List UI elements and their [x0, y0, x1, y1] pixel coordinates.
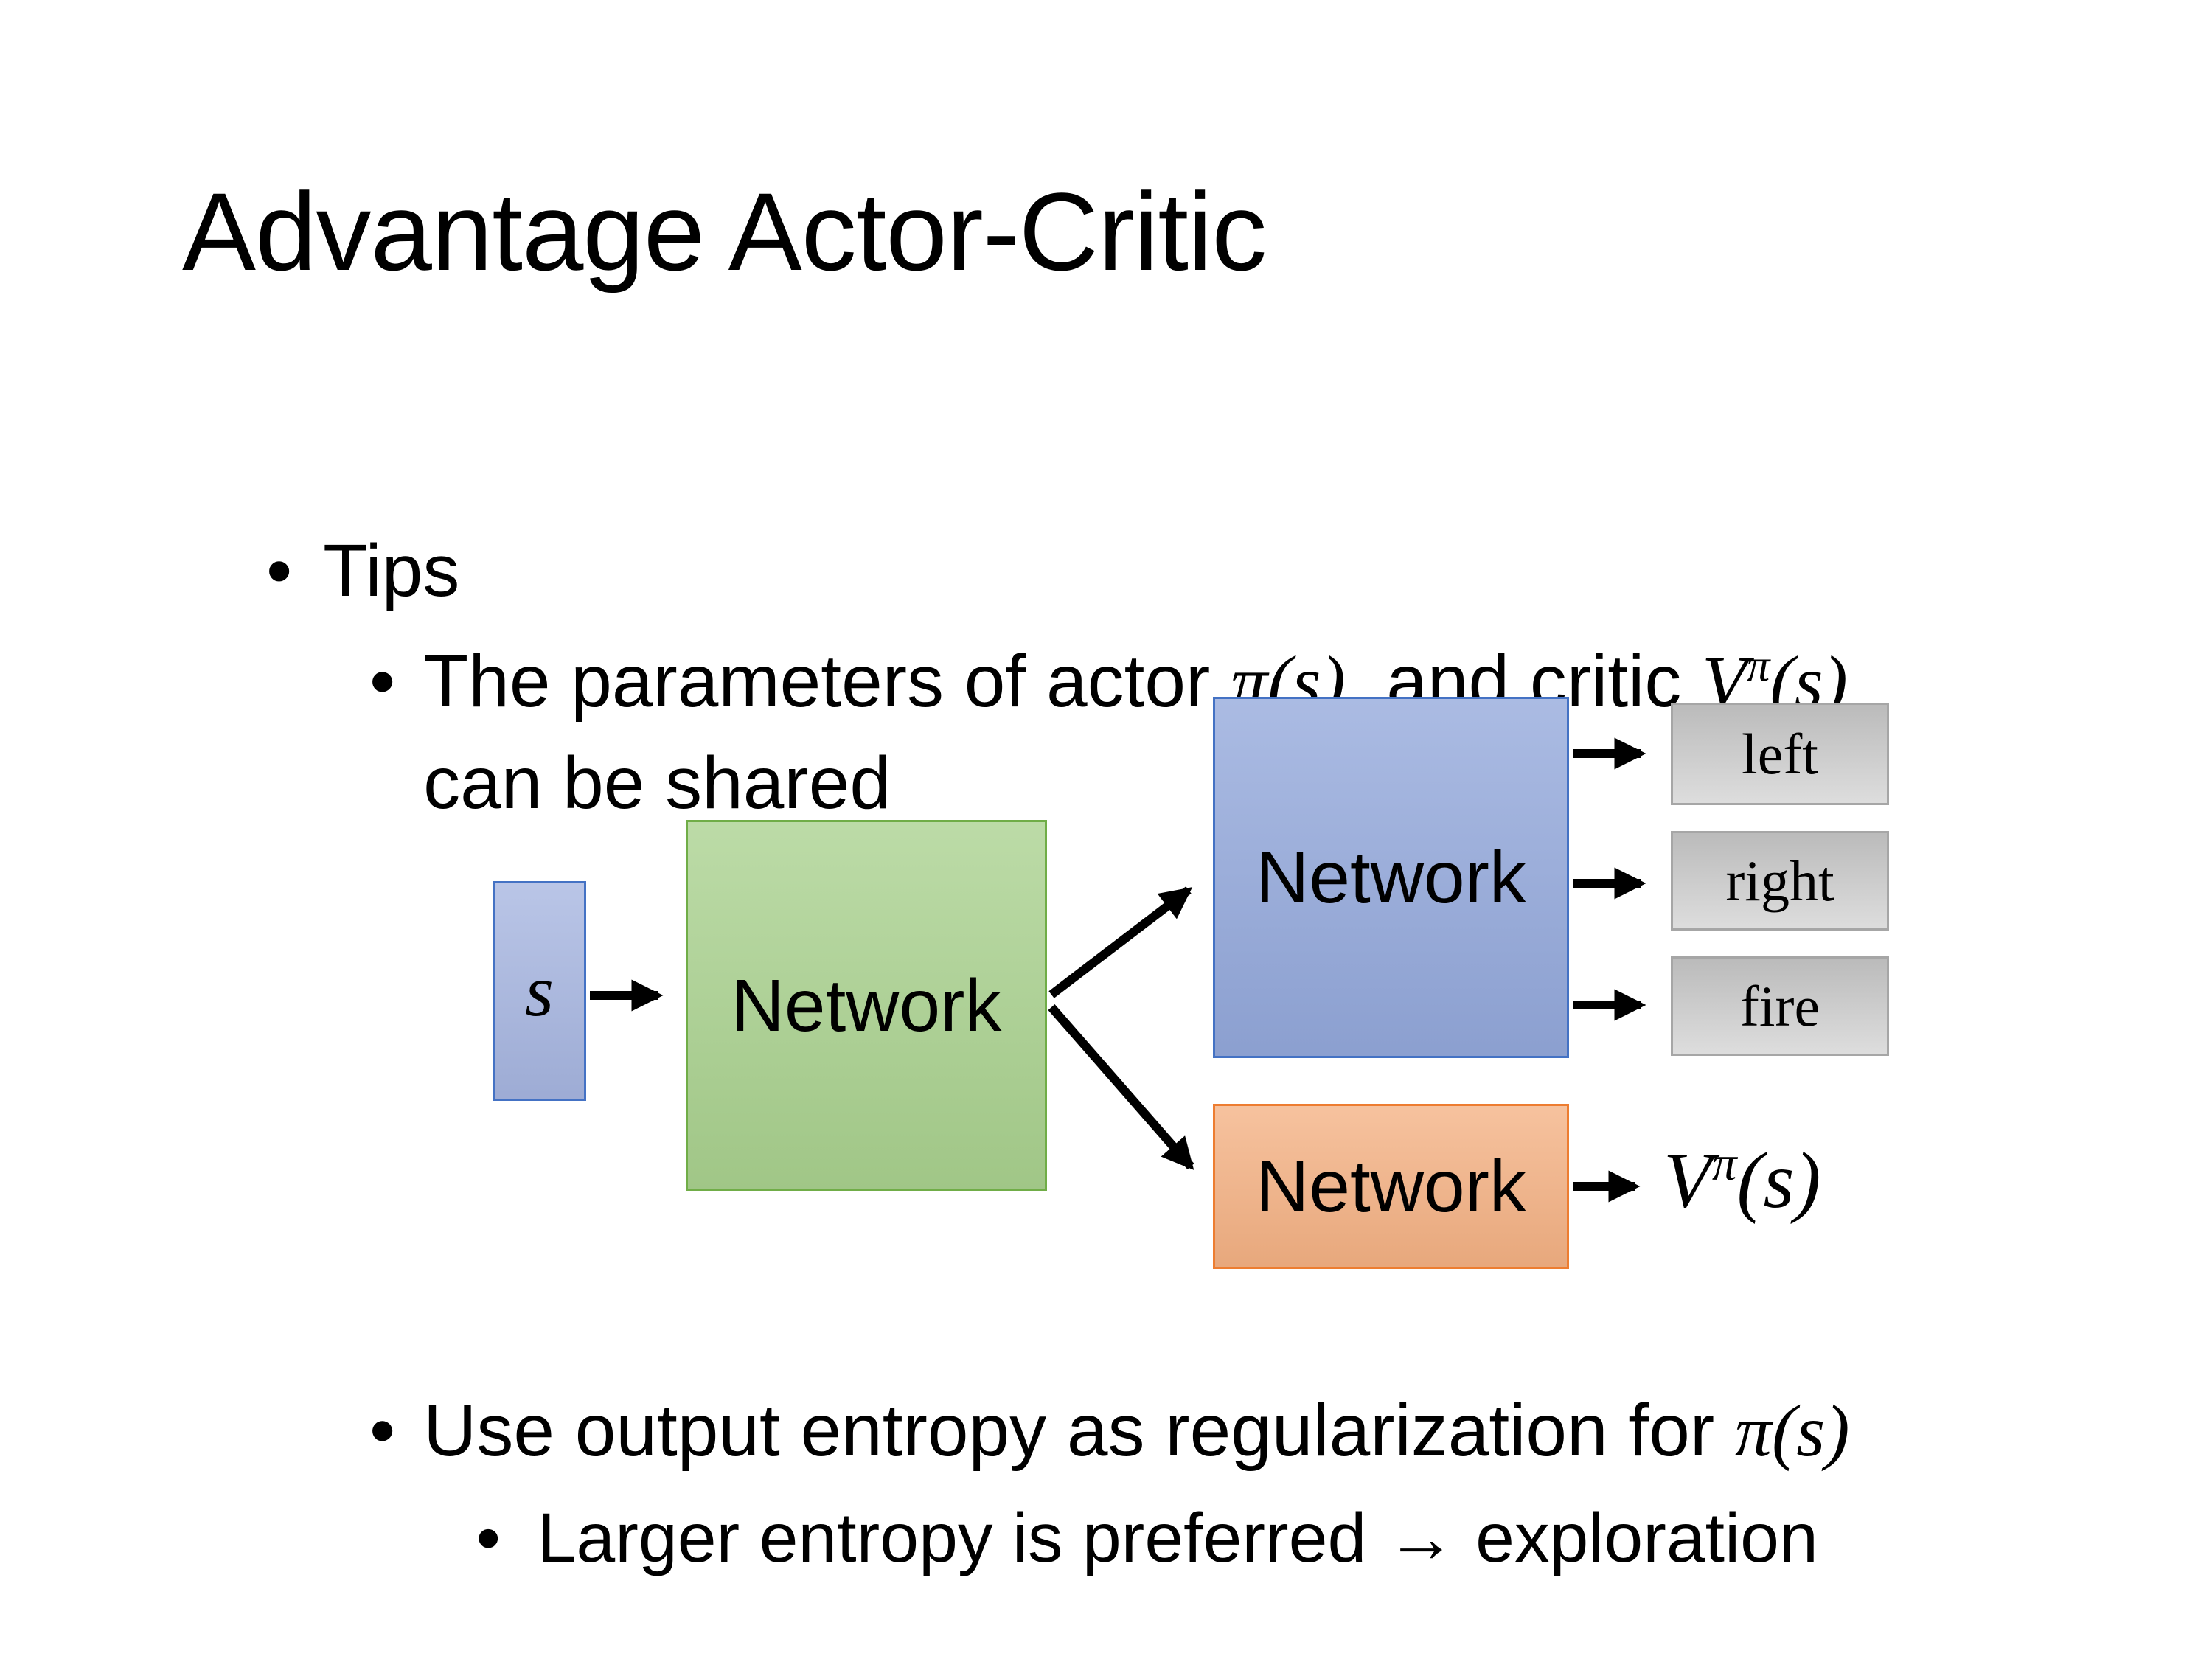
- value-output-label: Vπ(s): [1663, 1139, 1821, 1221]
- entropy-text: Use output entropy as regularization for…: [423, 1389, 1849, 1472]
- critic-v-sup-math: π: [1747, 641, 1770, 692]
- bullet-dot: •: [369, 640, 396, 723]
- bullet-dot: •: [266, 529, 293, 612]
- bullet-line-tips: • Tips: [184, 451, 459, 690]
- bullet-dot: •: [476, 1498, 501, 1577]
- page-title: Advantage Actor-Critic: [182, 170, 1267, 293]
- value-sup-math: π: [1711, 1136, 1737, 1191]
- shared-network-label: Network: [731, 964, 1002, 1047]
- action-left-box: left: [1671, 703, 1889, 805]
- tips-label: Tips: [323, 529, 460, 612]
- bullet-dot: •: [369, 1389, 396, 1472]
- action-left-label: left: [1742, 721, 1818, 786]
- bullet-line-exploration: • Larger entropy is preferred → explorati…: [398, 1425, 1818, 1652]
- exploration-text: Larger entropy is preferred → exploratio…: [537, 1498, 1818, 1577]
- bullet-line-shared-params-cont: can be shared: [341, 664, 891, 902]
- shared-params-pre: The parameters of actor: [423, 640, 1231, 723]
- actor-network-box: Network: [1213, 697, 1569, 1058]
- critic-network-label: Network: [1256, 1145, 1526, 1228]
- value-args-math: (s): [1736, 1137, 1821, 1225]
- action-fire-label: fire: [1739, 973, 1820, 1038]
- critic-network-box: Network: [1213, 1104, 1569, 1269]
- entropy-pre: Use output entropy as regularization for: [423, 1389, 1735, 1472]
- shared-network-box: Network: [686, 820, 1047, 1191]
- value-v-math: V: [1663, 1137, 1712, 1225]
- action-fire-box: fire: [1671, 956, 1889, 1056]
- state-input-label: s: [525, 950, 554, 1032]
- arrow-shared-to-critic: [1048, 1004, 1194, 1170]
- state-input-box: s: [493, 881, 586, 1101]
- action-right-box: right: [1671, 831, 1889, 931]
- actor-network-label: Network: [1256, 836, 1526, 919]
- bullet-line-entropy: • Use output entropy as regularization fo…: [288, 1311, 1849, 1551]
- entropy-pi-math: π(s): [1734, 1390, 1850, 1472]
- action-right-label: right: [1725, 848, 1834, 913]
- can-be-shared-text: can be shared: [423, 742, 891, 824]
- arrow-shared-to-actor: [1048, 886, 1193, 998]
